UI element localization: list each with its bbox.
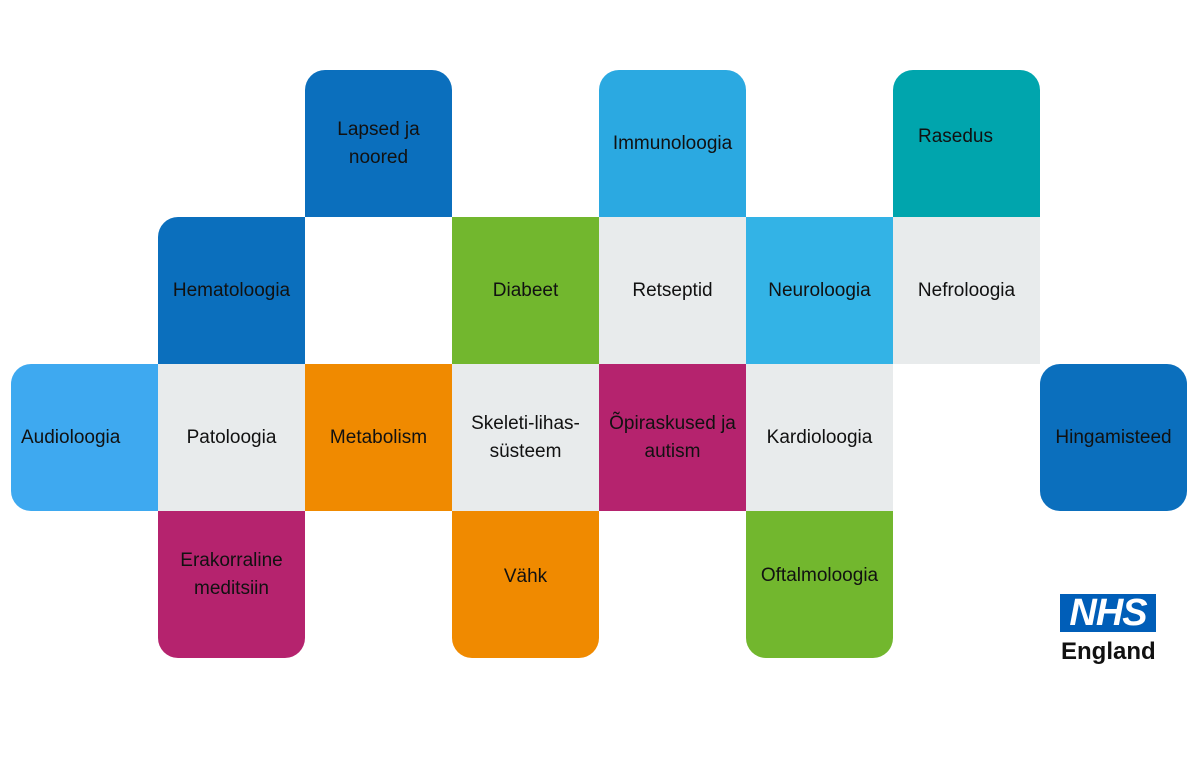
tile-label: Neuroloogia: [768, 279, 871, 301]
tile-label: Lapsed ja noored: [337, 118, 420, 168]
tile-diabeet: Diabeet: [452, 217, 599, 364]
tile-label: Hematoloogia: [172, 279, 291, 301]
nhs-logo-region: England: [1061, 638, 1156, 665]
tile-label: Kardioloogia: [766, 426, 873, 448]
tile-label: Metabolism: [329, 426, 428, 448]
tile-audioloogia: Audioloogia: [11, 364, 158, 511]
tile-label: Skeleti-lihas-süsteem: [471, 412, 580, 462]
tile-label: Patoloogia: [186, 426, 277, 448]
tile-vahk: Vähk: [452, 511, 599, 658]
nhs-england-logo: NHS England: [1060, 594, 1158, 664]
tile-label: Oftalmoloogia: [760, 564, 879, 586]
tile-label: Immunoloogia: [612, 132, 733, 154]
tile-neuroloogia: Neuroloogia: [746, 217, 893, 364]
tile-immunoloogia: Immunoloogia: [599, 70, 746, 217]
tile-lapsed-ja-noored: Lapsed ja noored: [305, 70, 452, 217]
tile-label: Retseptid: [632, 279, 713, 301]
tile-hematoloogia: Hematoloogia: [158, 217, 305, 364]
tile-label: Hingamisteed: [1055, 426, 1172, 448]
tile-oftalmoloogia: Oftalmoloogia: [746, 511, 893, 658]
tile-metabolism: Metabolism: [305, 364, 452, 511]
tile-label: Vähk: [503, 565, 548, 587]
tile-retseptid: Retseptid: [599, 217, 746, 364]
tile-hingamisteed: Hingamisteed: [1040, 364, 1187, 511]
tile-label: Erakorraline meditsiin: [180, 549, 283, 599]
tile-nefroloogia: Nefroloogia: [893, 217, 1040, 364]
tile-kardioloogia: Kardioloogia: [746, 364, 893, 511]
tile-opiraskused-ja-autism: Õpiraskused ja autism: [599, 364, 746, 511]
nhs-logo-mark: NHS: [1060, 594, 1156, 632]
tile-label: Nefroloogia: [917, 279, 1016, 301]
tile-erakorraline-meditsiin: Erakorraline meditsiin: [158, 511, 305, 658]
tile-label: Audioloogia: [21, 426, 121, 448]
tile-rasedus: Rasedus: [893, 70, 1040, 217]
tile-patoloogia: Patoloogia: [158, 364, 305, 511]
tile-label: Diabeet: [492, 279, 559, 301]
tile-label: Rasedus: [918, 125, 993, 147]
tile-label: Õpiraskused ja autism: [609, 412, 736, 462]
tile-skeleti-lihas-susteem: Skeleti-lihas-süsteem: [452, 364, 599, 511]
